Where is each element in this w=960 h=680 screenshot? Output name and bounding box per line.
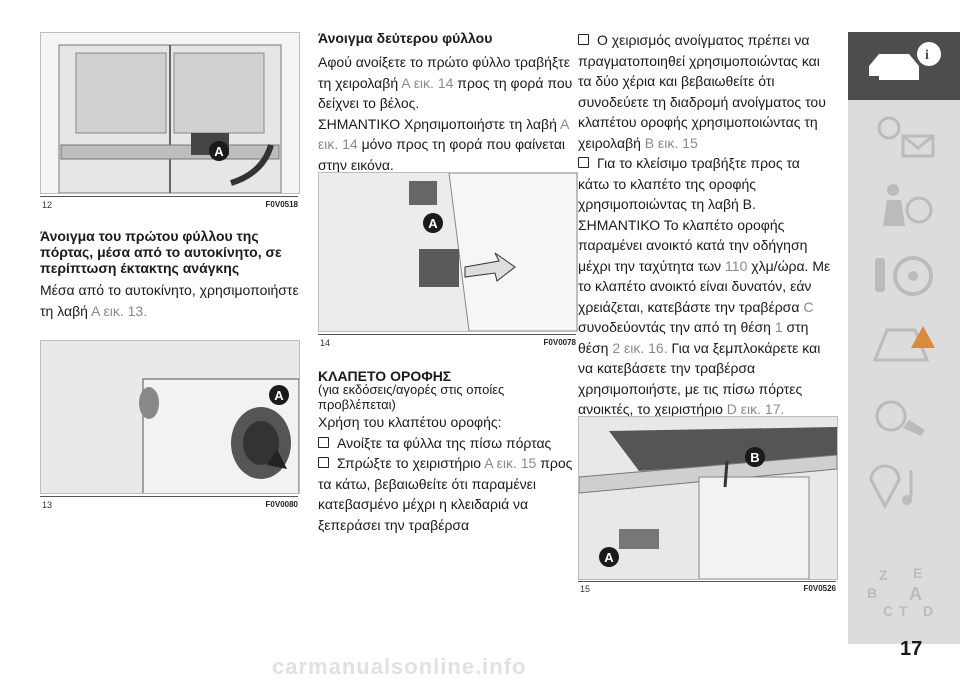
door-lever-illustration [319, 173, 577, 331]
bullet-text: Σπρώξτε το χειριστήριο [337, 455, 485, 471]
svg-text:A: A [909, 584, 922, 604]
figure-code: F0V0080 [265, 500, 298, 509]
chapter-sidebar [848, 32, 960, 644]
svg-text:D: D [923, 603, 933, 619]
bullet-text: χλμ/ώρα. Με το κλαπέτο ανοικτό είναι δυν… [578, 257, 831, 315]
section-heading: Άνοιγμα δεύτερου φύλλου [318, 30, 493, 46]
body-text-run: ΣΗΜΑΝΤΙΚΟ Χρησιμοποιήστε τη λαβή [318, 115, 560, 132]
page-number: 17 [900, 638, 923, 660]
steering-key-icon[interactable] [852, 246, 948, 306]
svg-text:Z: Z [879, 567, 888, 583]
bullet-text: προς τα κάτω, βεβαιωθείτε ότι παραμένει … [318, 455, 573, 533]
position-reference: 1 [774, 319, 783, 335]
body-text: Μέσα από το αυτοκίνητο, χρησιμοποιήστε τ… [40, 280, 302, 321]
seatbelt-airbag-icon[interactable] [852, 176, 948, 236]
bullet-text: Για να ξεμπλοκάρετε και να κατεβάσετε τη… [578, 339, 821, 418]
figure-number: 14 [320, 338, 331, 348]
figure-code: F0V0518 [265, 200, 298, 209]
svg-text:E: E [913, 565, 922, 581]
svg-text:C: C [883, 603, 893, 619]
bullet-text: Ο χειρισμός ανοίγματος πρέπει να πραγματ… [578, 32, 826, 151]
part-reference: C [803, 298, 814, 315]
body-text-run: Μέσα από το αυτοκίνητο, χρησιμοποιήστε τ… [40, 282, 299, 319]
watermark: carmanualsonline.info [272, 654, 527, 679]
section-heading: ΚΛΑΠΕΤΟ ΟΡΟΦΗΣ [318, 368, 452, 384]
svg-text:T: T [899, 603, 908, 619]
callout-a: A [599, 547, 619, 567]
figure-code: F0V0526 [803, 584, 836, 593]
figure-15: B A [578, 416, 838, 580]
body-paragraph: Χρήση του κλαπέτου οροφής: Ανοίξτε τα φύ… [318, 412, 580, 535]
figure-number: 15 [580, 584, 591, 594]
body-text-run: Χρήση του κλαπέτου οροφής: [318, 414, 502, 430]
bullet-box-icon [578, 157, 589, 168]
callout-a: A [269, 385, 289, 405]
roof-flap-illustration [579, 417, 837, 579]
callout-b: B [745, 447, 765, 467]
speed-value: 110 [725, 257, 748, 274]
body-text-run: μόνο προς τη φορά που φαίνεται στην εικό… [318, 136, 566, 173]
bullet-text: Για το κλείσιμο τραβήξτε προς τα κάτω το… [578, 155, 808, 274]
figure-reference: Β εικ. 15 [644, 134, 698, 151]
alphabet-index-icon[interactable]: Z E B A C T D [852, 562, 948, 622]
figure-rule [318, 334, 576, 335]
bullet-text: συνοδεύοντάς την από τη θέση [578, 319, 775, 335]
music-navigation-icon[interactable] [852, 456, 948, 516]
van-rear-door-illustration [58, 44, 282, 193]
figure-14: A [318, 172, 578, 332]
section-subheading: (για εκδόσεις/αγορές στις οποίες προβλέπ… [318, 382, 505, 412]
figure-rule [40, 496, 298, 497]
figure-reference: Α εικ. 14 [401, 74, 454, 91]
warning-triangle-icon[interactable] [852, 316, 948, 376]
figure-reference: D εικ. 17. [726, 401, 785, 417]
car-info-icon[interactable]: i [852, 36, 948, 96]
dashboard-lights-icon[interactable] [852, 106, 948, 166]
figure-reference: Α εικ. 13. [91, 302, 148, 319]
callout-a: A [423, 213, 443, 233]
svg-text:B: B [867, 585, 877, 601]
bullet-box-icon [578, 34, 589, 45]
figure-code: F0V0078 [543, 338, 576, 347]
figure-reference: Α εικ. 15 [484, 455, 537, 471]
body-text-run: Αφού ανοίξετε το πρώτο φύλλο τραβήξτε τη… [318, 54, 570, 91]
figure-12: A [40, 32, 300, 194]
callout-a: A [209, 141, 229, 161]
figure-rule [578, 581, 836, 582]
svg-text:i: i [925, 48, 929, 63]
bullet-box-icon [318, 457, 329, 468]
figure-number: 12 [42, 200, 53, 210]
bullet-text: Ανοίξτε τα φύλλα της πίσω πόρτας [337, 434, 552, 451]
figure-number: 13 [42, 500, 53, 510]
bullet-box-icon [318, 436, 329, 448]
figure-13: A [40, 340, 300, 494]
body-paragraph: Αφού ανοίξετε το πρώτο φύλλο τραβήξτε τη… [318, 52, 580, 175]
body-text-run: προς τη φορά που δείχνει το βέλος. [318, 74, 573, 112]
wrench-icon[interactable] [852, 386, 948, 446]
rear-door-handle-illustration [41, 341, 299, 493]
body-paragraph: Ο χειρισμός ανοίγματος πρέπει να πραγματ… [578, 30, 834, 420]
figure-reference: 2 εικ. 16. [612, 339, 668, 356]
bullet-text: στη θέση [578, 319, 809, 356]
section-heading: Άνοιγμα του πρώτου φύλλου της πόρτας, μέ… [40, 228, 282, 276]
figure-reference: Α εικ. 14 [318, 115, 569, 153]
figure-rule [40, 196, 298, 197]
